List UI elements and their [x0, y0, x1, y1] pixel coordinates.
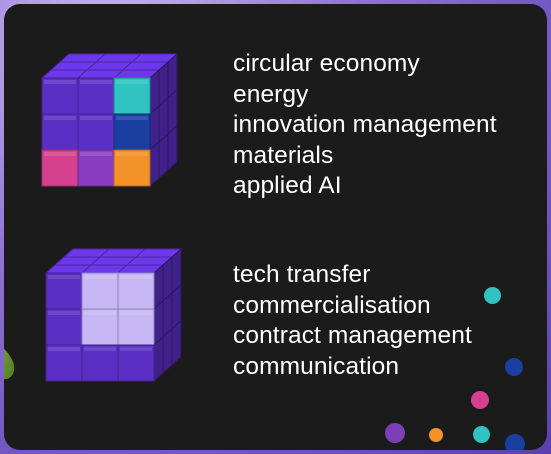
navy-dot — [505, 434, 525, 450]
cube-block-shine — [44, 80, 76, 84]
navy-dot — [505, 358, 523, 376]
cube-block-shine — [80, 116, 112, 120]
cube-block-side — [167, 124, 178, 172]
cube-block-shine — [84, 275, 116, 279]
cube-block-side — [171, 319, 182, 367]
cube-block-shine — [84, 311, 116, 315]
cube-block — [113, 149, 151, 187]
cube-block-shine — [48, 311, 80, 315]
purple-dot — [385, 423, 405, 443]
topic-item: circular economy — [233, 50, 420, 77]
services-topics-list: tech transfer commercialisation contract… — [233, 260, 472, 382]
research-topics-list: circular economy energy innovation manag… — [233, 49, 497, 202]
topic-item: tech transfer — [233, 261, 371, 288]
teal-dot — [473, 426, 490, 443]
cube-block-shine — [120, 311, 152, 315]
cube-block-shine — [120, 275, 152, 279]
leaf-decoration — [4, 341, 19, 383]
cube-block-shine — [48, 347, 80, 351]
teal-dot — [484, 287, 501, 304]
content-card: circular economy energy innovation manag… — [4, 4, 547, 450]
pink-dot — [471, 391, 489, 409]
cube-block-shine — [80, 80, 112, 84]
cube-block — [117, 344, 155, 382]
cube-block-shine — [44, 152, 76, 156]
cube-block-side — [149, 140, 160, 188]
topic-item: materials — [233, 141, 334, 169]
cube-block-side — [153, 335, 164, 383]
topic-item: contract management — [233, 322, 472, 349]
cube-block-side — [158, 132, 169, 180]
cube-block-shine — [120, 347, 152, 351]
topic-item: applied AI — [233, 172, 342, 199]
topic-item: commercialisation — [233, 291, 431, 319]
cube-block-shine — [116, 80, 148, 84]
topic-item: energy — [233, 80, 309, 108]
cube-icon-research — [40, 52, 181, 190]
topic-item: communication — [233, 352, 400, 380]
cube-icon-services — [44, 247, 185, 385]
cube-block-shine — [84, 347, 116, 351]
topic-item: innovation management — [233, 111, 497, 138]
cube-block-side — [162, 327, 173, 375]
cube-block-shine — [80, 152, 112, 156]
orange-dot — [429, 428, 443, 442]
cube-block-shine — [48, 275, 80, 279]
cube-block-shine — [116, 116, 148, 120]
cube-block-shine — [44, 116, 76, 120]
cube-block-shine — [116, 152, 148, 156]
